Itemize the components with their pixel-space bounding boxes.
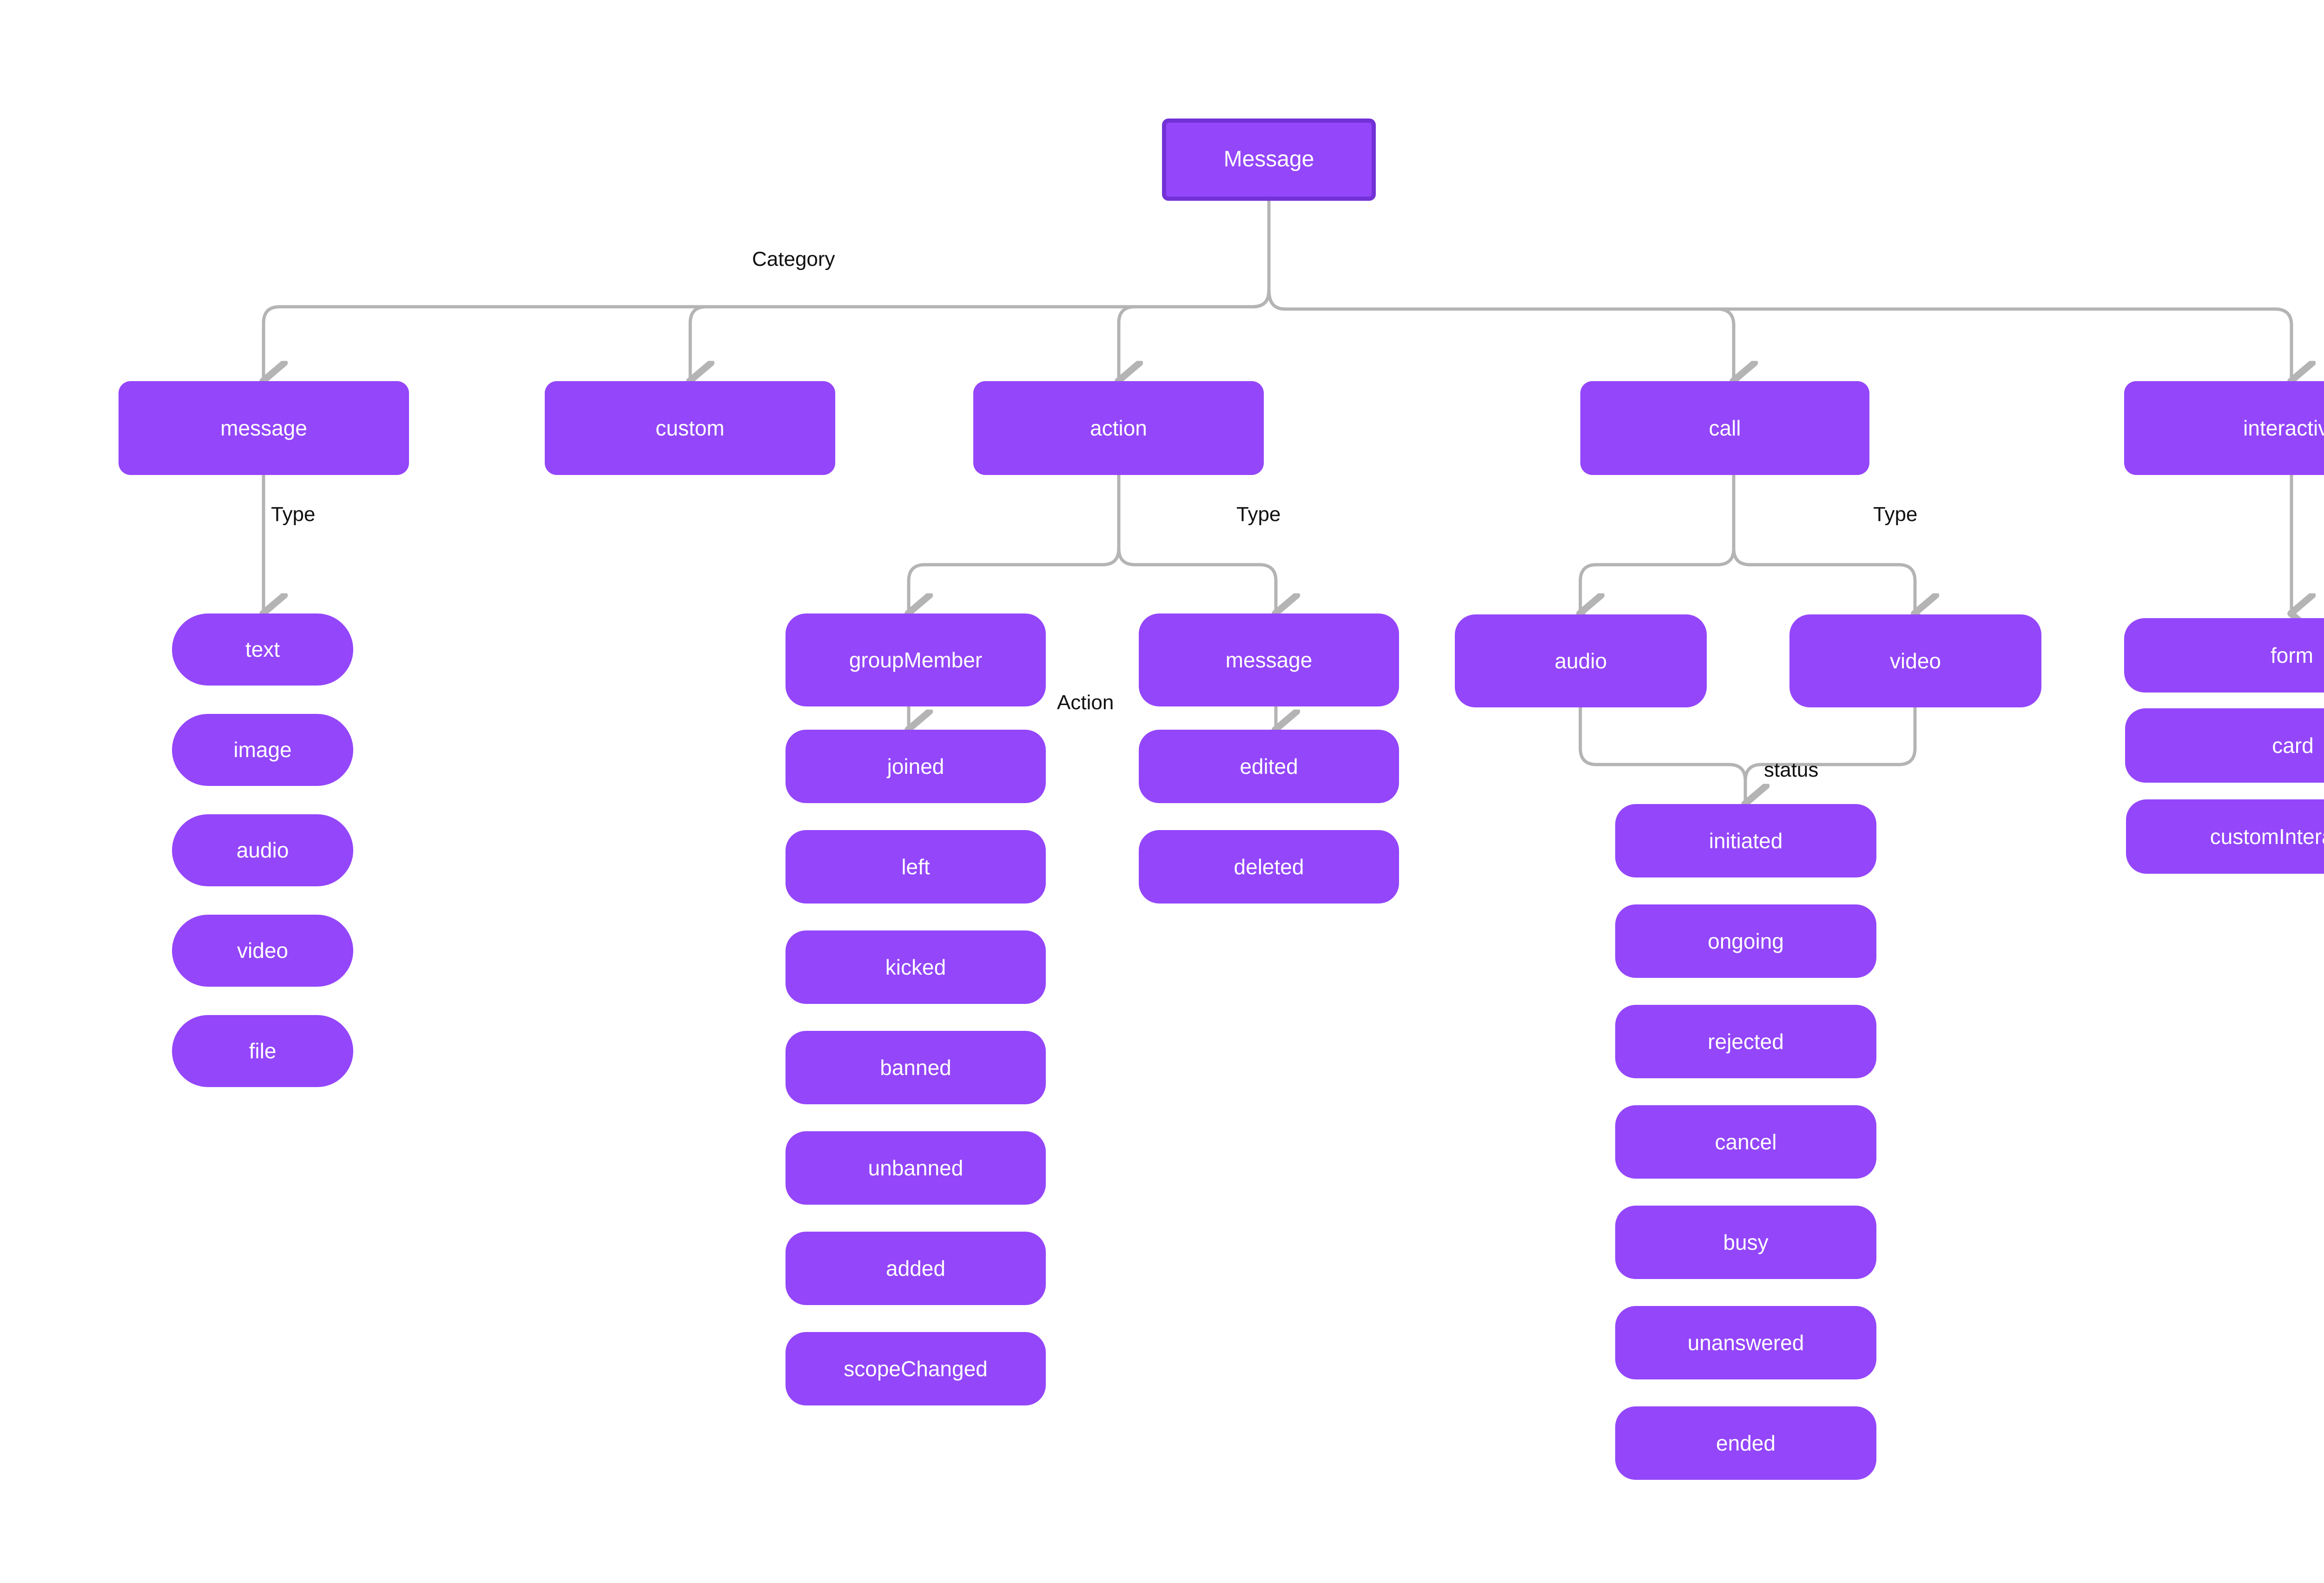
node-call-status-initiated[interactable]: initiated <box>1615 804 1876 877</box>
node-action-groupmember-banned[interactable]: banned <box>786 1031 1046 1104</box>
node-message-type-image[interactable]: image <box>172 714 353 786</box>
node-message-type-file[interactable]: file <box>172 1015 353 1087</box>
edge-label-status-call: status <box>1764 759 1819 781</box>
node-action-message-deleted[interactable]: deleted <box>1139 830 1399 904</box>
edge-label-action-action: Action <box>1057 691 1114 714</box>
edge-label-type-action: Type <box>1236 503 1281 526</box>
node-call-type-video[interactable]: video <box>1789 614 2041 707</box>
node-call-type-audio[interactable]: audio <box>1455 614 1707 707</box>
node-call-status-cancel[interactable]: cancel <box>1615 1105 1876 1179</box>
node-call-status-ended[interactable]: ended <box>1615 1406 1876 1480</box>
node-message-type-audio[interactable]: audio <box>172 814 353 886</box>
node-interactive-type-form[interactable]: form <box>2124 618 2324 693</box>
node-action-groupmember-left[interactable]: left <box>786 830 1046 904</box>
node-action-groupmember-added[interactable]: added <box>786 1232 1046 1305</box>
node-interactive-type-card[interactable]: card <box>2125 708 2324 783</box>
node-message-type-text[interactable]: text <box>172 613 353 686</box>
node-call-status-ongoing[interactable]: ongoing <box>1615 904 1876 978</box>
node-interactive-type-custominteractive[interactable]: customInteractive <box>2126 799 2324 874</box>
edge-label-type-message: Type <box>271 503 316 526</box>
node-message-type-video[interactable]: video <box>172 915 353 987</box>
node-action-message-edited[interactable]: edited <box>1139 730 1399 803</box>
node-action-groupmember-scopechanged[interactable]: scopeChanged <box>786 1332 1046 1405</box>
node-call-status-rejected[interactable]: rejected <box>1615 1005 1876 1078</box>
node-action-type-message[interactable]: message <box>1139 613 1399 706</box>
node-call-status-unanswered[interactable]: unanswered <box>1615 1306 1876 1379</box>
node-message-root[interactable]: Message <box>1162 119 1376 201</box>
node-category-interactive[interactable]: interactive <box>2124 381 2324 475</box>
node-action-groupmember-kicked[interactable]: kicked <box>786 930 1046 1004</box>
node-call-status-busy[interactable]: busy <box>1615 1206 1876 1279</box>
node-category-message[interactable]: message <box>119 381 409 475</box>
node-action-type-groupmember[interactable]: groupMember <box>786 613 1046 706</box>
node-action-groupmember-unbanned[interactable]: unbanned <box>786 1131 1046 1205</box>
node-category-call[interactable]: call <box>1580 381 1869 475</box>
edge-label-category: Category <box>752 248 835 270</box>
edge-label-type-call: Type <box>1873 503 1918 526</box>
node-category-custom[interactable]: custom <box>545 381 835 475</box>
node-action-groupmember-joined[interactable]: joined <box>786 730 1046 803</box>
node-category-action[interactable]: action <box>973 381 1264 475</box>
